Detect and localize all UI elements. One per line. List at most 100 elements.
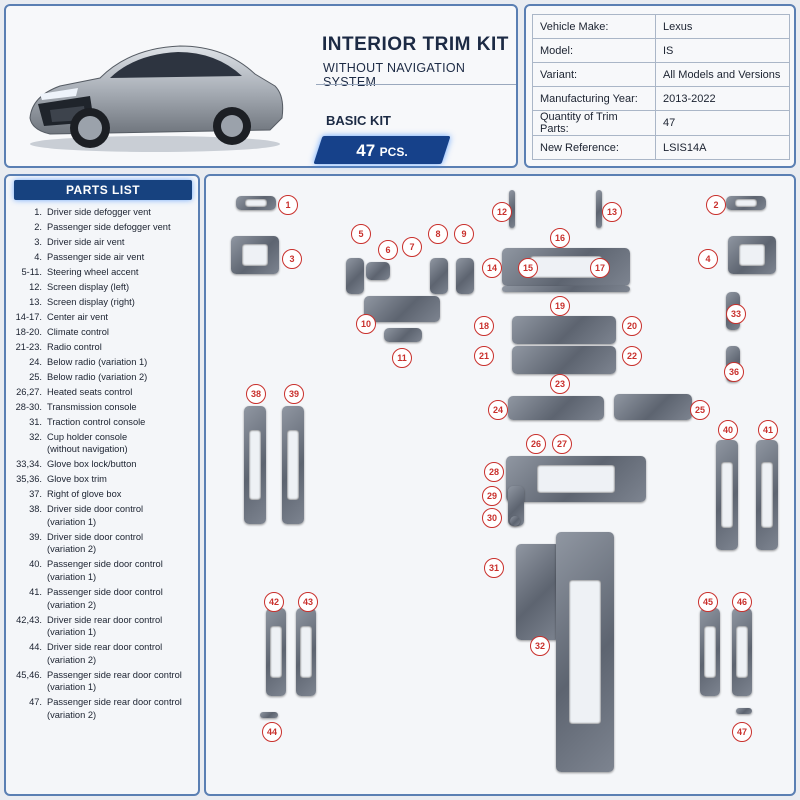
part-number-badge: 44 (262, 722, 282, 742)
part-number: 37. (29, 489, 42, 500)
part-number: 38. (29, 504, 42, 515)
part-number: 12. (29, 281, 42, 292)
part-number-badge: 17 (590, 258, 610, 278)
parts-list-item: 31. Traction control console (6, 416, 202, 429)
parts-list-item: 1. Driver side defogger vent (6, 206, 202, 219)
part-number-badge: 32 (530, 636, 550, 656)
spec-row: Model:IS (532, 38, 790, 63)
parts-list-item: 33,34.Glove box lock/button (6, 458, 202, 471)
part-description: Passenger side door control (variation 1… (47, 559, 163, 583)
part-number-badge: 30 (482, 508, 502, 528)
trim-part (266, 608, 286, 696)
part-description: Center air vent (47, 311, 108, 322)
part-description: Passenger side defogger vent (47, 221, 171, 232)
part-number-badge: 11 (392, 348, 412, 368)
part-description: Radio control (47, 341, 102, 352)
trim-part (364, 296, 440, 322)
part-number: 4. (34, 251, 42, 262)
pieces-unit: PCS. (379, 145, 408, 159)
part-number: 42,43. (16, 614, 42, 625)
trim-part (260, 712, 278, 718)
trim-part (732, 608, 752, 696)
part-description: Driver side defogger vent (47, 207, 151, 217)
trim-part (736, 708, 752, 714)
trim-part (296, 608, 316, 696)
part-description: Passenger side rear door control (variat… (47, 697, 182, 720)
parts-list-item: 47.Passenger side rear door control (var… (6, 696, 202, 721)
trim-part (384, 328, 422, 342)
part-number: 45,46. (16, 669, 42, 680)
part-description: Right of glove box (47, 489, 122, 500)
pieces-badge: 47 PCS. (313, 136, 451, 164)
parts-list-item: 14-17.Center air vent (6, 311, 202, 324)
part-number-badge: 12 (492, 202, 512, 222)
part-number-badge: 26 (526, 434, 546, 454)
spec-row: Vehicle Make:Lexus (532, 14, 790, 39)
part-number: 1. (34, 207, 42, 217)
part-description: Passenger side air vent (47, 251, 145, 262)
spec-row: Variant:All Models and Versions (532, 62, 790, 87)
part-number-badge: 9 (454, 224, 474, 244)
parts-list-item: 37. Right of glove box (6, 488, 202, 501)
parts-list-item: 12.Screen display (left) (6, 281, 202, 294)
parts-list-item: 4. Passenger side air vent (6, 251, 202, 264)
part-description: Screen display (right) (47, 296, 135, 307)
part-description: Traction control console (47, 416, 146, 427)
trim-part (509, 190, 515, 228)
part-number-badge: 13 (602, 202, 622, 222)
part-number-badge: 31 (484, 558, 504, 578)
parts-list-item: 40.Passenger side door control (variatio… (6, 558, 202, 583)
part-number-badge: 14 (482, 258, 502, 278)
part-number-badge: 29 (482, 486, 502, 506)
spec-label: New Reference: (532, 135, 656, 160)
trim-part (366, 262, 390, 280)
part-number-badge: 1 (278, 195, 298, 215)
part-number-badge: 27 (552, 434, 572, 454)
parts-list-item: 32.Cup holder console (without navigatio… (6, 431, 202, 456)
trim-part (700, 608, 720, 696)
part-number: 25. (29, 371, 42, 382)
spec-value: IS (655, 38, 790, 63)
part-description: Driver side rear door control (variation… (47, 642, 163, 665)
spec-row: New Reference:LSIS14A (532, 135, 790, 160)
spec-label: Quantity of Trim Parts: (532, 110, 656, 136)
part-number-badge: 5 (351, 224, 371, 244)
trim-part (502, 248, 630, 286)
trim-part (502, 286, 630, 292)
part-description: Glove box trim (47, 474, 107, 485)
part-number-badge: 6 (378, 240, 398, 260)
part-number-badge: 3 (282, 249, 302, 269)
pieces-count: 47 (356, 141, 376, 160)
trim-part (512, 346, 616, 374)
parts-list-item: 26,27.Heated seats control (6, 386, 202, 399)
part-number-badge: 38 (246, 384, 266, 404)
part-number: 24. (29, 356, 42, 367)
kit-subtitle: WITHOUT NAVIGATION SYSTEM (323, 61, 466, 89)
part-number-badge: 25 (690, 400, 710, 420)
part-number-badge: 20 (622, 316, 642, 336)
trim-part (510, 516, 520, 526)
trim-part (556, 532, 614, 772)
part-number-badge: 46 (732, 592, 752, 612)
trim-part (728, 236, 776, 274)
spec-panel: Vehicle Make:Lexus Model:IS Variant:All … (524, 4, 796, 168)
part-description: Passenger side door control (variation 2… (47, 587, 163, 610)
part-description: Steering wheel accent (47, 266, 139, 277)
part-number-badge: 28 (484, 462, 504, 482)
part-number: 41. (29, 587, 42, 598)
part-number-badge: 8 (428, 224, 448, 244)
part-number: 31. (29, 416, 42, 427)
parts-list-item: 39.Driver side door control (variation 2… (6, 531, 202, 556)
part-number-badge: 10 (356, 314, 376, 334)
trim-part (614, 394, 692, 420)
part-number: 35,36. (16, 474, 42, 485)
spec-row: Quantity of Trim Parts:47 (532, 110, 790, 136)
part-number: 39. (29, 531, 42, 542)
part-number: 21-23. (15, 341, 42, 352)
spec-value: 2013-2022 (655, 86, 790, 111)
part-number: 5-11. (21, 266, 42, 277)
part-number-badge: 4 (698, 249, 718, 269)
spec-row: Manufacturing Year:2013-2022 (532, 86, 790, 111)
trim-part (726, 196, 766, 210)
